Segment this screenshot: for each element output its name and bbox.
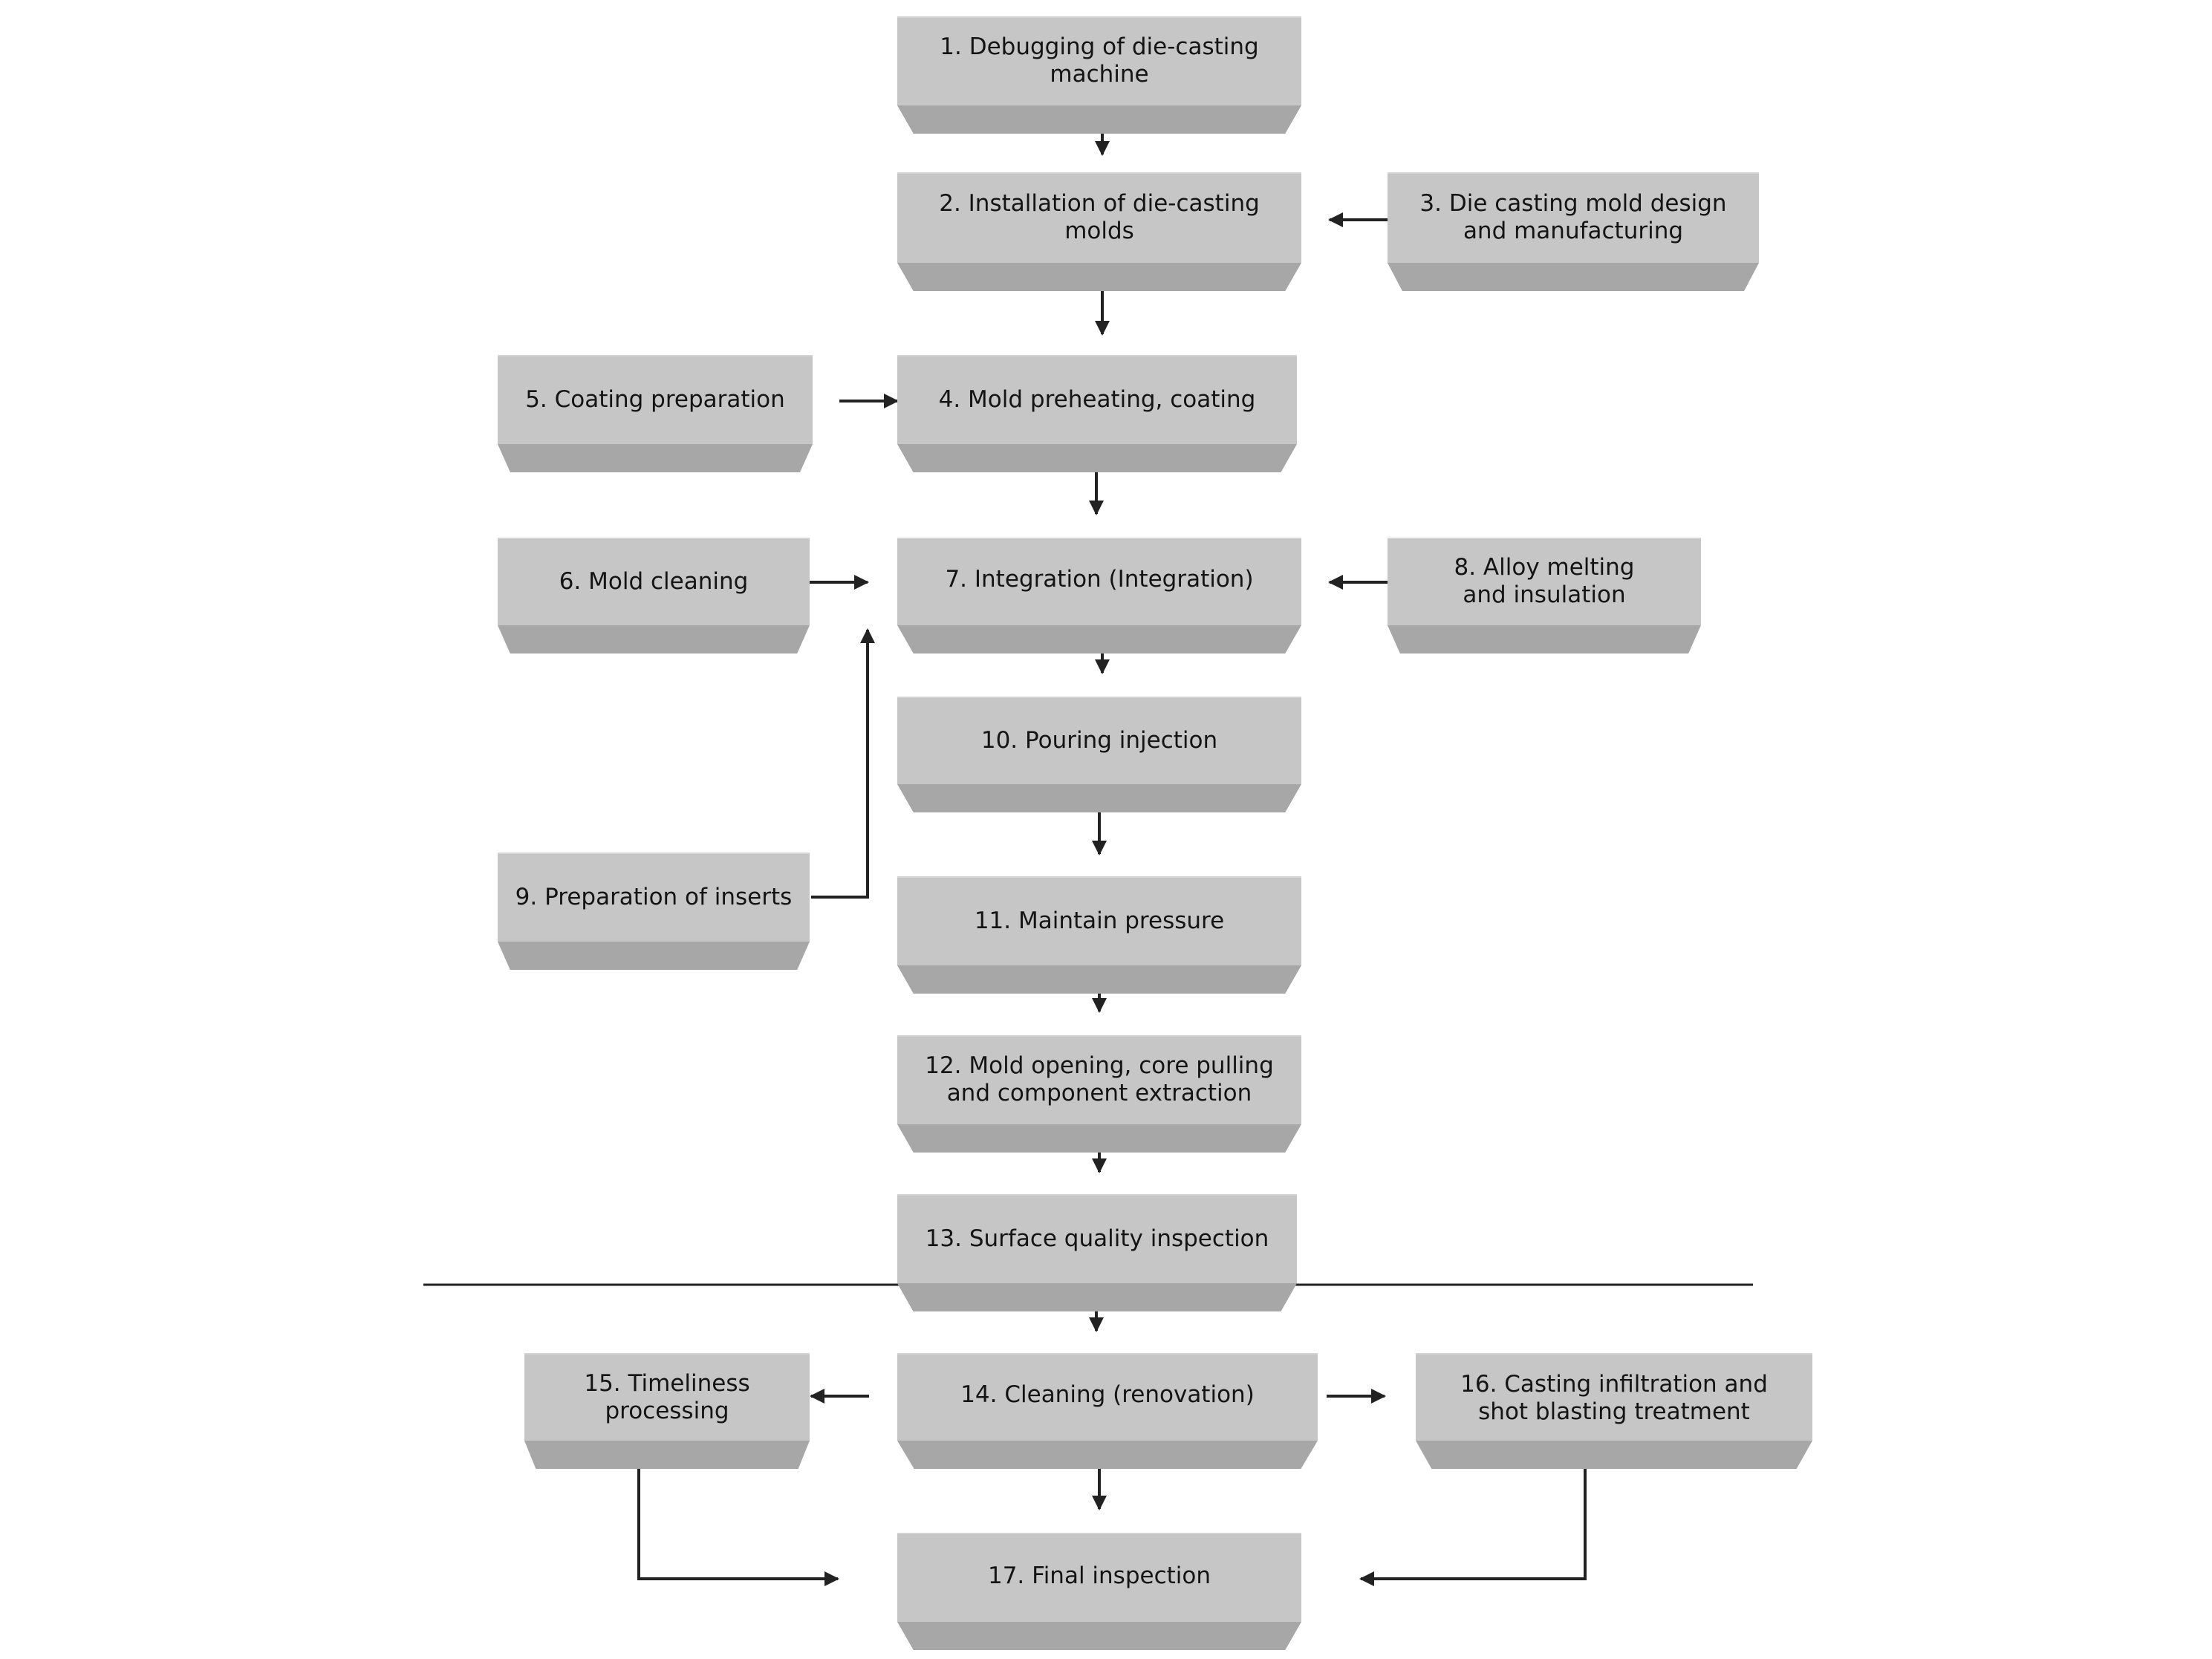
step-9-box: 9. Preparation of inserts xyxy=(498,853,810,970)
step-12-box: 12. Mold opening, core pulling and compo… xyxy=(897,1035,1301,1153)
step-1-box: 1. Debugging of die-casting machine xyxy=(897,16,1301,134)
step-16-label: 16. Casting infiltration and shot blasti… xyxy=(1460,1371,1768,1425)
step-10-box: 10. Pouring injection xyxy=(897,697,1301,812)
step-8-label: 8. Alloy melting and insulation xyxy=(1454,554,1635,608)
step-17-label: 17. Final inspection xyxy=(987,1562,1211,1589)
arrow-15-to-17 xyxy=(637,1444,839,1586)
step-17-box: 17. Final inspection xyxy=(897,1533,1301,1650)
step-14-box: 14. Cleaning (renovation) xyxy=(897,1353,1318,1469)
step-15-label: 15. Timeliness processing xyxy=(584,1370,750,1424)
step-4-box: 4. Mold preheating, coating xyxy=(897,355,1297,472)
step-12-label: 12. Mold opening, core pulling and compo… xyxy=(925,1052,1274,1106)
step-13-label: 13. Surface quality inspection xyxy=(925,1225,1269,1252)
step-11-box: 11. Maintain pressure xyxy=(897,876,1301,994)
step-2-label: 2. Installation of die-casting molds xyxy=(939,190,1260,244)
step-13-box: 13. Surface quality inspection xyxy=(897,1194,1297,1311)
step-5-box: 5. Coating preparation xyxy=(498,355,813,472)
step-10-label: 10. Pouring injection xyxy=(980,726,1218,754)
step-9-label: 9. Preparation of inserts xyxy=(515,883,793,910)
step-4-label: 4. Mold preheating, coating xyxy=(938,385,1256,413)
step-3-box: 3. Die casting mold design and manufactu… xyxy=(1388,172,1759,291)
step-14-label: 14. Cleaning (renovation) xyxy=(960,1381,1255,1408)
step-16-box: 16. Casting infiltration and shot blasti… xyxy=(1416,1353,1812,1469)
step-15-box: 15. Timeliness processing xyxy=(524,1353,810,1469)
step-7-box: 7. Integration (Integration) xyxy=(897,538,1301,654)
step-7-label: 7. Integration (Integration) xyxy=(945,565,1254,593)
step-11-label: 11. Maintain pressure xyxy=(974,907,1225,934)
step-6-label: 6. Mold cleaning xyxy=(559,567,749,595)
step-5-label: 5. Coating preparation xyxy=(525,385,785,413)
step-8-box: 8. Alloy melting and insulation xyxy=(1388,538,1701,654)
arrow-16-to-17 xyxy=(1359,1466,1587,1586)
step-6-box: 6. Mold cleaning xyxy=(498,538,810,654)
step-3-label: 3. Die casting mold design and manufactu… xyxy=(1419,190,1727,244)
arrow-9-to-7 xyxy=(811,628,875,899)
step-2-box: 2. Installation of die-casting molds xyxy=(897,172,1301,291)
step-1-label: 1. Debugging of die-casting machine xyxy=(940,33,1259,88)
